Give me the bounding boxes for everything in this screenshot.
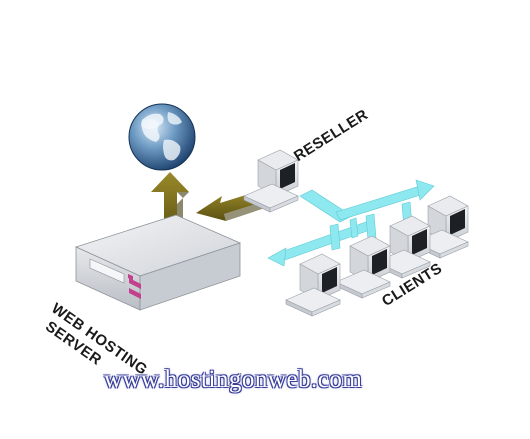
globe-icon — [128, 103, 196, 171]
client-computer — [335, 235, 391, 299]
client-computer — [285, 253, 341, 317]
watermark-url: www.hostingonweb.com — [104, 366, 363, 393]
reseller-computer — [243, 149, 299, 213]
distribution-arrows — [267, 179, 435, 267]
web-hosting-server — [74, 214, 242, 311]
